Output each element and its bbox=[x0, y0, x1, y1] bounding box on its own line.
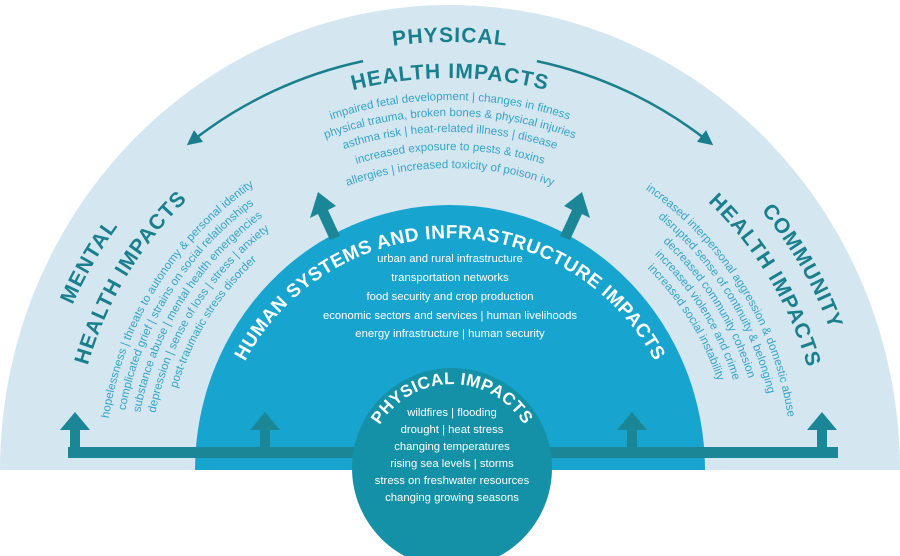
up-arrow-icon bbox=[60, 412, 90, 450]
physical-impacts-item: drought | heat stress bbox=[401, 424, 504, 436]
up-arrow-icon bbox=[807, 412, 837, 450]
physical-health-title-1: PHYSICAL bbox=[391, 24, 509, 51]
human-systems-item: urban and rural infrastructure bbox=[377, 253, 523, 265]
arrow-to-community-icon bbox=[536, 59, 714, 146]
physical-impacts-item: changing temperatures bbox=[394, 441, 510, 453]
physical-impacts-item: stress on freshwater resources bbox=[375, 475, 530, 487]
middle-band-human-systems bbox=[195, 205, 705, 470]
physical-impacts-item: rising sea levels | storms bbox=[390, 458, 514, 470]
diagonal-arrow-icon bbox=[560, 192, 590, 240]
human-systems-item: energy infrastructure | human security bbox=[355, 328, 545, 340]
inner-circle-physical-impacts bbox=[352, 368, 552, 556]
human-systems-item: economic sectors and services | human li… bbox=[323, 310, 577, 322]
human-systems-item: transportation networks bbox=[391, 272, 509, 284]
physical-impacts-item: wildfires | flooding bbox=[406, 407, 497, 419]
up-arrow-icon bbox=[617, 412, 647, 450]
human-systems-item: food security and crop production bbox=[366, 291, 533, 303]
up-arrow-icon bbox=[250, 412, 280, 450]
arrow-to-mental-icon bbox=[186, 59, 364, 146]
diagonal-arrow-icon bbox=[310, 192, 340, 240]
physical-impacts-item: changing growing seasons bbox=[385, 492, 519, 504]
